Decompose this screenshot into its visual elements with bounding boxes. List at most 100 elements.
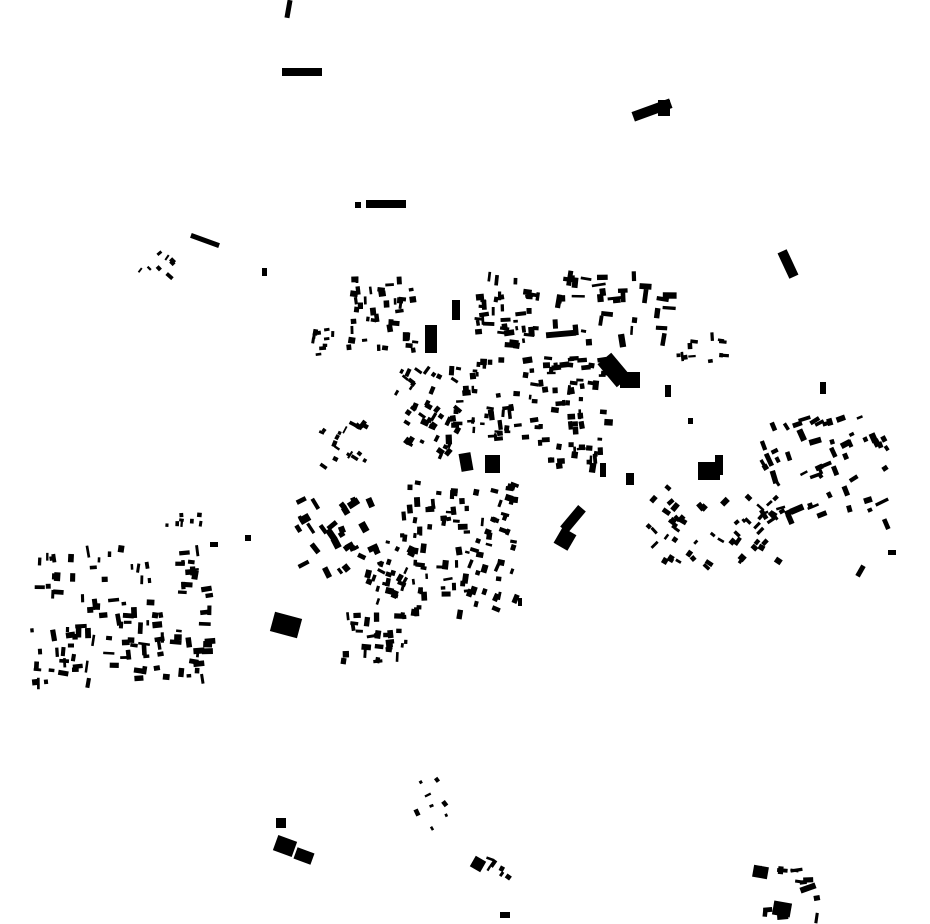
building	[400, 642, 404, 648]
building	[541, 386, 549, 393]
building	[115, 613, 122, 626]
building	[482, 321, 495, 326]
building	[612, 298, 621, 304]
building	[456, 609, 464, 620]
building	[435, 373, 443, 380]
building	[597, 437, 603, 441]
building	[777, 249, 799, 279]
building	[298, 512, 312, 526]
building	[663, 533, 670, 540]
building	[284, 0, 293, 19]
building	[205, 592, 214, 599]
building	[515, 325, 519, 331]
building	[471, 388, 478, 394]
building	[154, 636, 165, 643]
building	[571, 294, 585, 298]
building	[630, 325, 634, 335]
building	[757, 543, 766, 552]
building	[474, 569, 481, 576]
building	[665, 385, 671, 397]
building	[410, 347, 416, 354]
building	[515, 311, 527, 317]
building	[676, 353, 681, 358]
building	[452, 404, 463, 414]
building	[493, 436, 504, 442]
building	[318, 430, 325, 435]
building	[430, 371, 437, 378]
building	[342, 426, 348, 434]
building	[430, 498, 436, 509]
building	[767, 510, 777, 519]
building	[572, 421, 579, 427]
building	[190, 233, 220, 248]
building	[529, 417, 539, 423]
building	[620, 372, 640, 388]
building	[809, 416, 821, 426]
building	[482, 364, 487, 369]
building	[355, 286, 361, 295]
building	[357, 552, 367, 561]
building	[404, 639, 408, 644]
building	[421, 591, 428, 601]
building	[198, 520, 203, 527]
building	[377, 286, 386, 293]
building	[457, 523, 468, 530]
building	[412, 516, 418, 524]
building	[475, 293, 485, 301]
building	[162, 673, 170, 681]
buildings-layer	[30, 0, 896, 924]
building	[337, 525, 347, 534]
building	[782, 422, 790, 431]
building	[753, 538, 761, 546]
building	[501, 409, 505, 418]
building	[413, 808, 421, 817]
building	[396, 276, 402, 285]
building	[326, 520, 338, 531]
building	[424, 792, 432, 798]
building	[84, 660, 89, 673]
building	[670, 502, 680, 513]
building	[180, 521, 184, 527]
building	[396, 628, 402, 634]
building	[319, 346, 327, 351]
building	[365, 316, 370, 322]
building	[499, 326, 510, 331]
building	[105, 635, 113, 641]
building	[366, 200, 406, 208]
building	[596, 293, 604, 303]
building	[418, 412, 427, 420]
building	[414, 480, 422, 486]
building	[511, 593, 520, 604]
building	[509, 339, 519, 345]
building	[813, 895, 821, 902]
building	[357, 422, 365, 431]
building	[848, 474, 859, 483]
building	[198, 621, 211, 626]
building	[741, 518, 747, 524]
building	[121, 639, 130, 646]
building	[559, 361, 570, 369]
building	[733, 530, 741, 538]
building	[784, 451, 793, 462]
building	[425, 325, 437, 353]
building	[403, 567, 409, 575]
building	[80, 594, 85, 603]
building	[846, 504, 853, 513]
building	[352, 424, 359, 430]
building	[146, 265, 152, 271]
building	[773, 556, 783, 566]
building	[504, 873, 512, 881]
building	[361, 338, 368, 342]
building	[626, 473, 634, 485]
building	[417, 526, 422, 535]
building	[464, 505, 469, 512]
building	[531, 398, 538, 404]
building	[402, 534, 408, 542]
building	[553, 527, 577, 551]
building	[585, 338, 593, 346]
building	[868, 432, 879, 444]
building	[140, 575, 144, 585]
building	[485, 455, 500, 473]
building	[660, 556, 669, 565]
building	[401, 511, 407, 521]
